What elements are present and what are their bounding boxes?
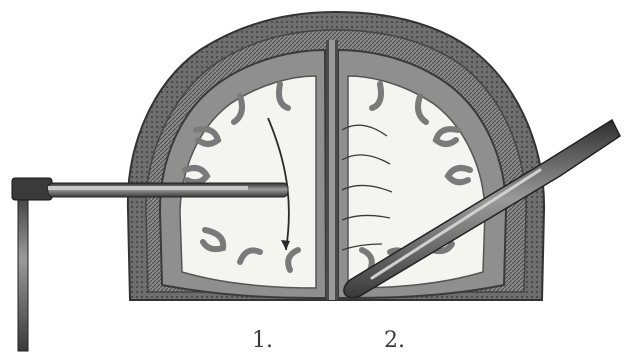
figure-label-1: 1. — [252, 330, 273, 352]
figure-label-2: 2. — [384, 330, 405, 352]
midline-falx — [326, 40, 338, 300]
